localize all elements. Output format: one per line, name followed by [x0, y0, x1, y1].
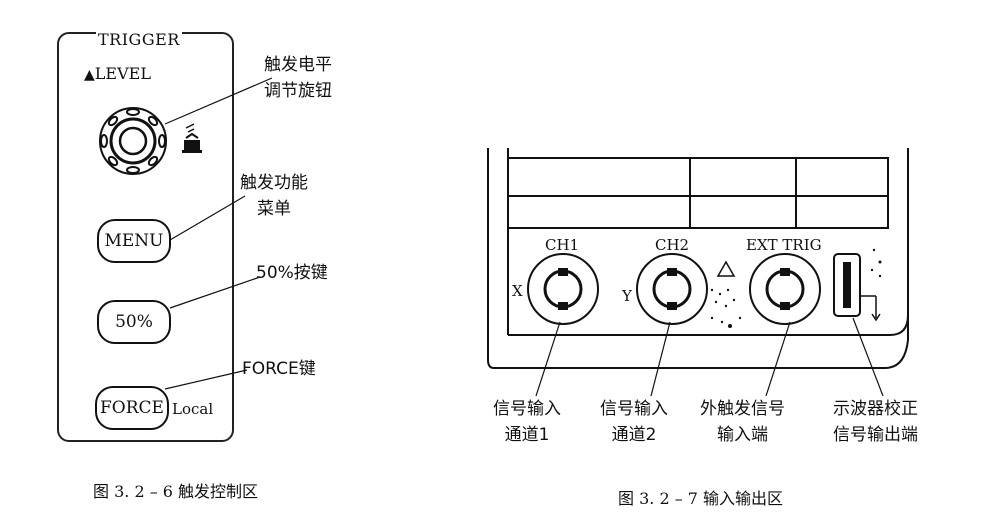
- level-knob-callout: 触发电平 调节旋钮: [264, 52, 332, 104]
- y-label: Y: [622, 287, 632, 305]
- ch1-callout: 信号输入 通道1: [493, 396, 561, 448]
- ext-callout-line: [765, 321, 791, 397]
- ch1-bnc-connector-icon[interactable]: [527, 253, 599, 325]
- left-figure-caption: 图 3. 2 – 6 触发控制区: [93, 482, 259, 501]
- menu-callout-line1: 触发功能: [240, 173, 308, 193]
- trigger-title: TRIGGER: [96, 30, 182, 49]
- ext-trig-label: EXT TRIG: [746, 236, 822, 254]
- calib-callout: 示波器校正 信号输出端: [833, 396, 918, 448]
- warning-triangle-icon: [710, 260, 742, 328]
- ch2-callout-line1: 信号输入: [600, 399, 668, 419]
- force-callout: FORCE键: [242, 359, 316, 379]
- menu-callout-line: [169, 195, 246, 241]
- menu-button[interactable]: MENU: [97, 219, 171, 263]
- ch1-callout-line1: 信号输入: [493, 399, 561, 419]
- ext-callout-line2: 输入端: [717, 425, 768, 445]
- menu-callout-line2: 菜单: [257, 199, 291, 219]
- force-button-label: FORCE: [100, 398, 164, 418]
- ch2-bnc-connector-icon[interactable]: [636, 253, 708, 325]
- ext-trig-bnc-connector-icon[interactable]: [749, 253, 821, 325]
- level-callout-line: [164, 77, 273, 125]
- fifty-button-label: 50%: [115, 312, 153, 332]
- right-figure-caption: 图 3. 2 – 7 输入输出区: [618, 489, 784, 508]
- fifty-callout: 50%按键: [256, 263, 328, 283]
- ch1-label: CH1: [545, 236, 580, 254]
- menu-callout: 触发功能 菜单: [240, 170, 308, 222]
- ext-callout: 外触发信号 输入端: [700, 396, 785, 448]
- ch2-callout-line2: 通道2: [611, 425, 657, 445]
- level-label-text: LEVEL: [94, 64, 151, 83]
- x-label: X: [512, 282, 523, 300]
- up-down-triangle-icon: ▲: [84, 67, 95, 83]
- force-callout-line: [164, 369, 248, 390]
- level-knob-callout-line2: 调节旋钮: [264, 81, 332, 101]
- calib-callout-line2: 信号输出端: [833, 425, 918, 445]
- calib-callout-line: [852, 317, 884, 397]
- fifty-callout-line: [169, 276, 261, 309]
- force-button[interactable]: FORCE: [95, 386, 169, 430]
- ch1-callout-line2: 通道1: [504, 425, 550, 445]
- io-panel-outline: [487, 148, 909, 369]
- local-label: Local: [172, 400, 214, 418]
- trigger-level-symbol-icon: [182, 123, 202, 153]
- fifty-percent-button[interactable]: 50%: [97, 300, 171, 344]
- ch1-callout-line: [535, 321, 561, 397]
- calib-callout-line1: 示波器校正: [833, 399, 918, 419]
- level-knob[interactable]: [99, 107, 167, 175]
- ch2-callout: 信号输入 通道2: [600, 396, 668, 448]
- ch2-label: CH2: [655, 236, 690, 254]
- menu-button-label: MENU: [104, 231, 164, 251]
- ext-callout-line1: 外触发信号: [700, 399, 785, 419]
- level-label: ▲LEVEL: [84, 64, 151, 83]
- calibration-terminal-icon[interactable]: [833, 248, 882, 322]
- ch2-callout-line: [650, 321, 671, 397]
- level-knob-callout-line1: 触发电平: [264, 55, 332, 75]
